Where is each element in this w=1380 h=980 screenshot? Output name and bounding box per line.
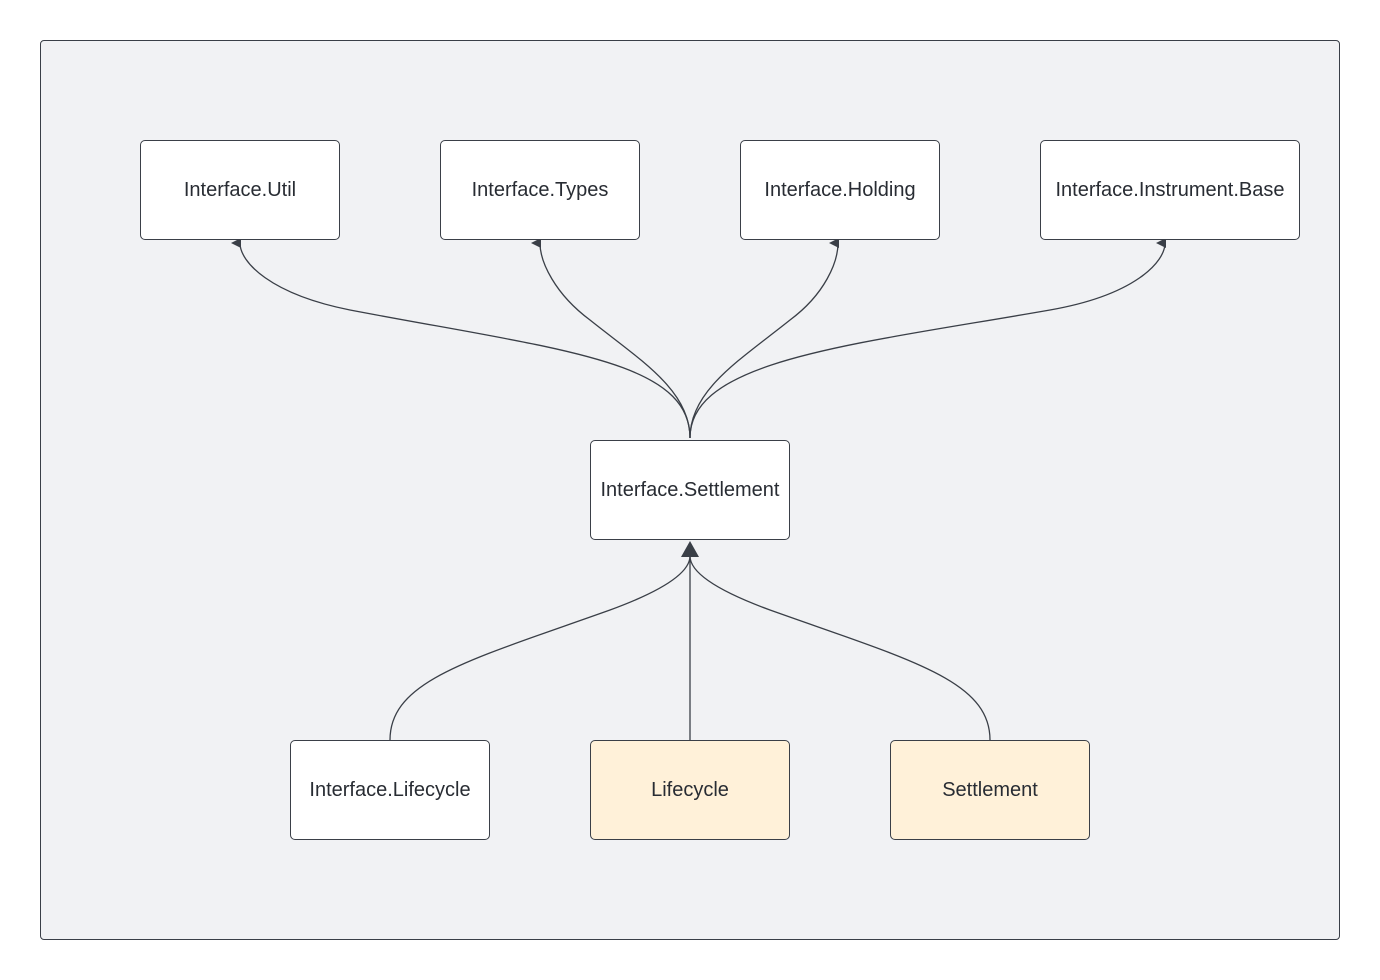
node-interface-lifecycle[interactable]: Interface.Lifecycle	[290, 740, 490, 840]
node-interface-types[interactable]: Interface.Types	[440, 140, 640, 240]
node-interface-instrument-base[interactable]: Interface.Instrument.Base	[1040, 140, 1300, 240]
node-interface-holding[interactable]: Interface.Holding	[740, 140, 940, 240]
node-label: Settlement	[942, 778, 1038, 801]
node-label: Interface.Instrument.Base	[1055, 178, 1285, 201]
node-label: Interface.Types	[471, 178, 609, 201]
node-label: Interface.Settlement	[600, 478, 780, 501]
node-settlement[interactable]: Settlement	[890, 740, 1090, 840]
node-label: Interface.Holding	[764, 178, 916, 201]
node-label: Interface.Lifecycle	[309, 778, 471, 801]
node-label: Lifecycle	[651, 778, 729, 801]
node-label: Interface.Util	[183, 178, 297, 201]
node-interface-settlement[interactable]: Interface.Settlement	[590, 440, 790, 540]
node-interface-util[interactable]: Interface.Util	[140, 140, 340, 240]
node-lifecycle[interactable]: Lifecycle	[590, 740, 790, 840]
